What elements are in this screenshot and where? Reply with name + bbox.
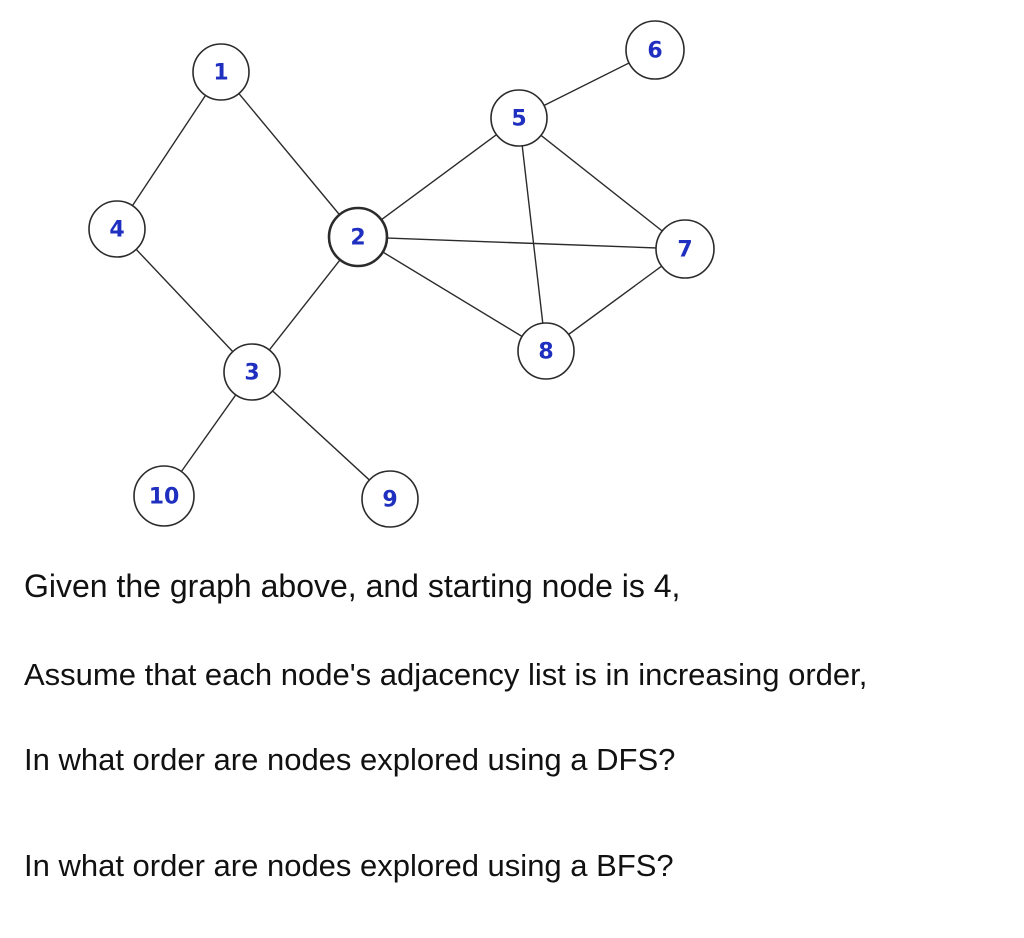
- edge-2-7: [357, 236, 686, 250]
- node-label-10: 10: [149, 485, 180, 510]
- node-label-8: 8: [538, 340, 553, 365]
- node-circle-1: [192, 43, 250, 101]
- node-label-1: 1: [213, 61, 228, 86]
- edge-2-5: [357, 117, 520, 238]
- graph-diagram: 1 2 3 4 5 6 7 8 9 10: [88, 20, 715, 528]
- node-circle-3: [223, 343, 281, 401]
- node-5: 5: [490, 89, 548, 147]
- node-label-3: 3: [244, 361, 259, 386]
- node-label-7: 7: [677, 238, 692, 263]
- edge-5-7: [518, 117, 686, 250]
- node-circle-10: [133, 465, 195, 527]
- node-label-2: 2: [350, 226, 365, 251]
- node-circle-2: [327, 206, 389, 268]
- edge-2-8: [357, 236, 547, 352]
- node-circle-5: [490, 89, 548, 147]
- edge-1-2: [220, 71, 359, 238]
- edge-5-8: [518, 117, 547, 352]
- node-circle-6: [625, 20, 685, 80]
- node-4: 4: [88, 200, 146, 258]
- node-6: 6: [625, 20, 685, 80]
- edge-4-3: [116, 228, 253, 373]
- node-1: 1: [192, 43, 250, 101]
- node-2: 2: [327, 206, 389, 268]
- node-10: 10: [133, 465, 195, 527]
- node-label-4: 4: [109, 218, 124, 243]
- node-9: 9: [361, 470, 419, 528]
- node-label-6: 6: [647, 39, 662, 64]
- node-circle-7: [655, 219, 715, 279]
- node-8: 8: [517, 322, 575, 380]
- node-3: 3: [223, 343, 281, 401]
- question-bfs-order: In what order are nodes explored using a…: [24, 848, 674, 883]
- node-7: 7: [655, 219, 715, 279]
- node-label-5: 5: [511, 107, 526, 132]
- edge-1-4: [116, 71, 222, 230]
- edge-3-9: [251, 371, 391, 500]
- node-label-9: 9: [382, 488, 397, 513]
- graph-nodes: 1 2 3 4 5 6 7 8 9 10: [88, 20, 715, 528]
- question-start-node: Given the graph above, and starting node…: [24, 568, 681, 604]
- node-circle-8: [517, 322, 575, 380]
- node-circle-4: [88, 200, 146, 258]
- graph-edges: [116, 49, 686, 500]
- node-circle-9: [361, 470, 419, 528]
- question-dfs-order: In what order are nodes explored using a…: [24, 742, 676, 777]
- question-adjacency-assumption: Assume that each node's adjacency list i…: [24, 657, 868, 692]
